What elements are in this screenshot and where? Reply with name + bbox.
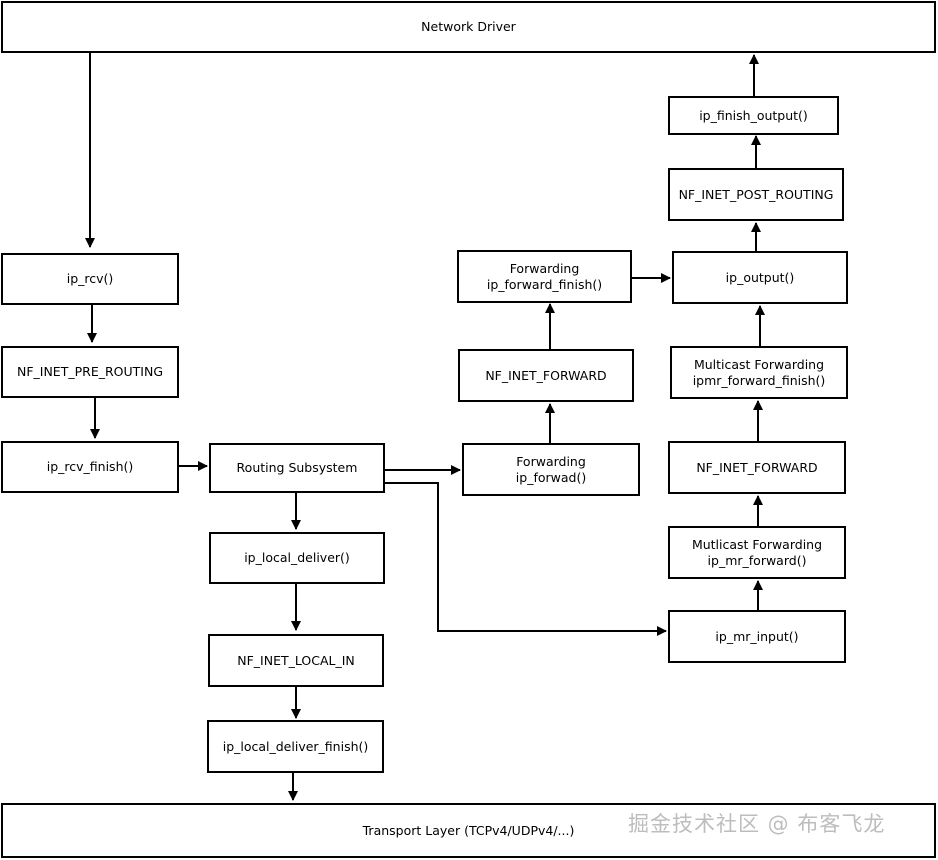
routing-subsystem-label: Routing Subsystem bbox=[236, 460, 358, 475]
mcast-ip-mr-forward-box: Mutlicast Forwarding ip_mr_forward() bbox=[668, 526, 846, 579]
arrow-routing-to-mr-input bbox=[385, 482, 667, 636]
mcast-forward-finish-title: Multicast Forwarding bbox=[693, 356, 825, 372]
nf-forward-mcast-label: NF_INET_FORWARD bbox=[696, 459, 818, 475]
nf-forward-label: NF_INET_FORWARD bbox=[485, 367, 607, 383]
ip-output-label: ip_output() bbox=[725, 269, 795, 285]
nf-post-routing-label: NF_INET_POST_ROUTING bbox=[678, 186, 834, 202]
forward-finish-func: ip_forward_finish() bbox=[486, 276, 603, 292]
mcast-ip-mr-forward-title: Mutlicast Forwarding bbox=[691, 536, 823, 552]
ip-rcv-label: ip_rcv() bbox=[66, 271, 114, 286]
network-driver-box: Network Driver bbox=[1, 1, 936, 53]
watermark: 掘金技术社区 @ 布客飞龙 bbox=[628, 812, 886, 836]
transport-layer-label: Transport Layer (TCPv4/UDPv4/...) bbox=[362, 822, 575, 838]
forward-finish-title: Forwarding bbox=[509, 260, 580, 276]
ip-local-deliver-box: ip_local_deliver() bbox=[209, 532, 385, 584]
forward-finish-box: Forwarding ip_forward_finish() bbox=[457, 250, 632, 303]
nf-pre-routing-box: NF_INET_PRE_ROUTING bbox=[1, 346, 179, 398]
ip-local-deliver-finish-box: ip_local_deliver_finish() bbox=[207, 720, 384, 773]
transport-layer-box: Transport Layer (TCPv4/UDPv4/...) bbox=[1, 803, 936, 858]
ip-mr-input-box: ip_mr_input() bbox=[668, 610, 846, 663]
ip-local-deliver-finish-label: ip_local_deliver_finish() bbox=[222, 738, 369, 754]
nf-pre-routing-label: NF_INET_PRE_ROUTING bbox=[16, 364, 163, 379]
network-driver-label: Network Driver bbox=[421, 19, 516, 34]
ip-finish-output-label: ip_finish_output() bbox=[699, 107, 808, 123]
ip-rcv-finish-label: ip_rcv_finish() bbox=[46, 459, 134, 474]
ip-rcv-finish-box: ip_rcv_finish() bbox=[1, 441, 179, 493]
nf-post-routing-box: NF_INET_POST_ROUTING bbox=[668, 168, 844, 221]
mcast-ip-mr-forward-func: ip_mr_forward() bbox=[707, 552, 807, 568]
ip-local-deliver-label: ip_local_deliver() bbox=[244, 550, 350, 565]
forwarding-func: ip_forwad() bbox=[515, 469, 587, 485]
nf-local-in-label: NF_INET_LOCAL_IN bbox=[237, 652, 355, 668]
nf-local-in-box: NF_INET_LOCAL_IN bbox=[208, 634, 384, 687]
routing-subsystem-box: Routing Subsystem bbox=[209, 443, 385, 493]
ip-output-box: ip_output() bbox=[672, 251, 848, 304]
forwarding-ip-forwad-box: Forwarding ip_forwad() bbox=[462, 443, 640, 496]
nf-forward-box: NF_INET_FORWARD bbox=[458, 349, 634, 402]
mcast-forward-finish-func: ipmr_forward_finish() bbox=[692, 372, 826, 388]
ip-rcv-box: ip_rcv() bbox=[1, 253, 179, 305]
forwarding-title: Forwarding bbox=[516, 453, 586, 469]
ip-mr-input-label: ip_mr_input() bbox=[715, 628, 799, 644]
nf-forward-mcast-box: NF_INET_FORWARD bbox=[668, 441, 846, 494]
ip-finish-output-box: ip_finish_output() bbox=[668, 96, 839, 135]
mcast-forward-finish-box: Multicast Forwarding ipmr_forward_finish… bbox=[670, 346, 848, 399]
